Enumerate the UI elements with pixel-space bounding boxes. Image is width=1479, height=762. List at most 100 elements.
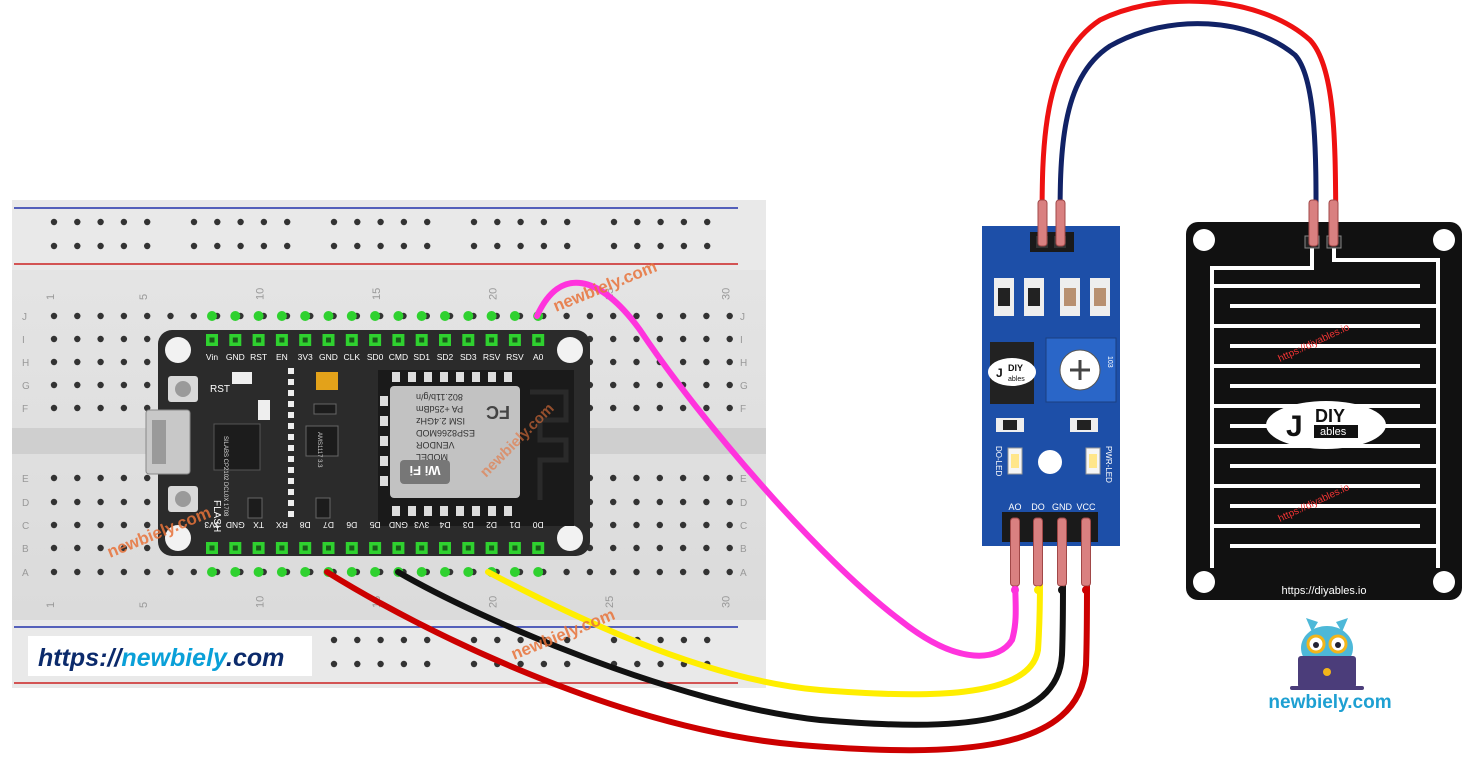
rail-hole <box>634 242 641 250</box>
terminal-hole <box>74 544 81 552</box>
rail-hole <box>610 242 618 250</box>
module-pin-label-ao: AO <box>1008 502 1021 512</box>
wire-gnd <box>395 569 1066 728</box>
terminal-hole <box>703 474 710 482</box>
terminal-hole <box>50 381 58 389</box>
terminal-hole <box>726 381 733 389</box>
rail-hole <box>377 218 384 226</box>
rail-hole <box>657 218 664 226</box>
trace-finger-left <box>1214 484 1420 488</box>
rain-board-hole <box>1433 571 1455 593</box>
side-dot <box>288 401 294 407</box>
terminal-hole <box>120 335 128 343</box>
rail-hole <box>657 660 664 668</box>
terminal-hole <box>656 312 663 320</box>
terminal-hole <box>144 568 151 576</box>
regulator-label: AMS1117 3.3 <box>316 432 322 468</box>
terminal-hole <box>679 568 687 576</box>
terminal-hole <box>656 381 663 389</box>
terminal-hole <box>120 404 128 412</box>
row-letter: G <box>740 381 748 392</box>
pin-label-sd3: SD3 <box>460 352 477 362</box>
rail-hole <box>354 242 361 250</box>
terminal-hole <box>120 381 128 389</box>
row-letter: G <box>22 381 30 392</box>
esp-shield-line: MODEL <box>416 452 448 462</box>
module-pin-label-gnd: GND <box>1052 502 1073 512</box>
terminal-hole <box>144 358 151 366</box>
terminal-hole <box>679 312 687 320</box>
breadboard-pin-top <box>323 311 334 321</box>
module-mount-hole <box>1038 450 1062 474</box>
rain-board-logo-band <box>1314 425 1358 438</box>
esp-pad <box>456 506 464 516</box>
rail-hole <box>97 242 104 250</box>
smd-component <box>258 400 270 420</box>
trace-finger-right <box>1230 544 1436 548</box>
terminal-hole <box>74 381 81 389</box>
rain-board-url: https://diyables.io <box>1282 585 1367 597</box>
terminal-hole <box>50 498 58 506</box>
header-pad-hole <box>349 337 355 343</box>
esp-pad <box>504 506 512 516</box>
nodemcu-board: RST FLASH SILABS CP2102 DCL0X 1708 AMS11… <box>145 311 590 577</box>
module-logo-bg <box>988 358 1036 386</box>
header-pad-hole <box>232 545 238 551</box>
header-pad-hole <box>372 545 378 551</box>
rail-hole <box>680 636 688 644</box>
side-dot <box>288 489 294 495</box>
rail-hole <box>214 218 221 226</box>
rail-hole <box>494 242 501 250</box>
mount-hole <box>557 337 583 363</box>
breadboard-pin-top <box>393 311 404 321</box>
esp-pad <box>440 372 448 382</box>
esp-pad <box>488 506 496 516</box>
esp-pad <box>472 506 480 516</box>
probe-pin-right <box>1055 199 1066 247</box>
terminal-hole <box>144 521 151 529</box>
breadboard-pin-top <box>463 311 474 321</box>
terminal-hole <box>726 312 733 320</box>
probe-wire-blue <box>1057 21 1319 241</box>
esp-pad <box>440 506 448 516</box>
column-number-bottom: 25 <box>604 596 616 608</box>
wire-ao <box>534 279 1019 659</box>
trace-lead <box>1332 258 1440 262</box>
module-logo-ables: ables <box>1008 376 1025 383</box>
header-pad-hole <box>279 545 285 551</box>
top-power-rail <box>12 200 766 270</box>
terminal-hole <box>144 335 151 343</box>
terminal-hole <box>586 568 594 576</box>
terminal-hole <box>679 358 687 366</box>
terminal-hole <box>703 544 710 552</box>
pin-label-d4: D4 <box>439 520 450 530</box>
row-letter: I <box>740 335 743 346</box>
wire-vcc <box>324 569 1090 754</box>
esp-pad <box>488 372 496 382</box>
column-number-bottom: 30 <box>721 596 733 608</box>
trace-lead <box>1210 266 1310 270</box>
terminal-hole <box>167 568 174 576</box>
terminal-hole <box>97 381 104 389</box>
row-letter: D <box>740 498 747 509</box>
wire-do <box>485 569 1043 698</box>
header-pad-hole <box>419 545 425 551</box>
trace-finger-right <box>1230 384 1436 388</box>
terminal-hole <box>97 312 104 320</box>
rain-board-hole <box>1193 571 1215 593</box>
terminal-hole <box>50 335 58 343</box>
row-letter: D <box>22 498 29 509</box>
rail-hole <box>144 242 151 250</box>
side-dot <box>288 368 294 374</box>
trace-lead <box>1436 258 1440 270</box>
rail-hole <box>260 242 268 250</box>
terminal-hole <box>703 381 710 389</box>
smd-capacitor-body <box>1094 288 1106 306</box>
pin-label-d8: D8 <box>299 520 310 530</box>
column-number-bottom: 5 <box>138 602 150 608</box>
rail-hole <box>120 242 128 250</box>
side-leds <box>288 368 294 517</box>
column-number-bottom: 20 <box>488 596 500 608</box>
rain-board-logo-diy: DIY <box>1315 406 1345 426</box>
terminal-hole <box>633 544 640 552</box>
